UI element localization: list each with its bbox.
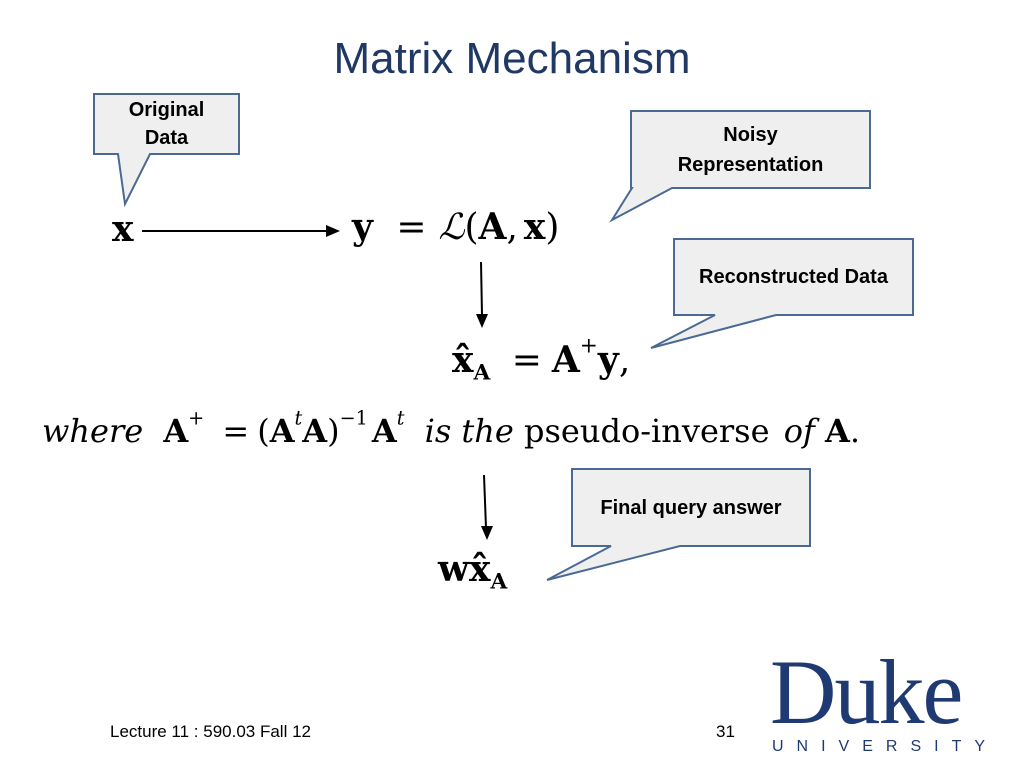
arrowhead-x-to-y	[326, 225, 340, 237]
callout-noisy-shape	[609, 110, 871, 223]
footer-lecture: Lecture 11 : 590.03 Fall 12	[110, 722, 311, 741]
eq-reconstruct: x̂A =A+y,	[452, 335, 631, 384]
callout-reconstructed-data: Reconstructed Data	[699, 266, 888, 288]
paren-close-w: )	[327, 412, 340, 450]
sup-plus-w: +	[188, 406, 205, 430]
callout-original-line1: Original	[128, 99, 205, 121]
paren-open: (	[464, 207, 479, 248]
sup-inv: −1	[339, 406, 368, 430]
callout-final-query-answer: Final query answer	[600, 496, 782, 519]
arrow-down-1	[480, 261, 483, 316]
arrowhead-down-2	[481, 526, 493, 540]
eq-noisy: y = ℒ(A,x)	[352, 206, 559, 248]
duke-logo-university: UNIVERSITY	[772, 738, 999, 755]
callout-reconstructed-shape	[650, 238, 914, 349]
callout-noisy-line1: Noisy	[723, 123, 778, 146]
func-L: ℒ	[438, 207, 465, 248]
eq-sign-3: =	[222, 412, 250, 450]
footer-page-number: 31	[716, 722, 735, 741]
eq-answer: wx̂A	[438, 548, 507, 593]
trail-comma: ,	[618, 340, 631, 381]
var-x2: x	[523, 206, 546, 248]
arrowhead-down-1	[476, 314, 488, 328]
sup-plus: +	[579, 333, 598, 359]
word-of: of	[783, 412, 815, 450]
eq-sign: =	[396, 207, 427, 248]
comma: ,	[506, 207, 518, 248]
eq-sign-2: =	[511, 340, 542, 381]
word-where: where	[42, 412, 144, 450]
var-xhat-2: x̂	[469, 548, 491, 590]
var-y: y	[352, 206, 373, 248]
var-A-w4: A	[824, 412, 850, 450]
paren-open-w: (	[257, 412, 270, 450]
duke-logo-wordmark: Duke	[770, 641, 963, 743]
callout-original-data: Original Data	[94, 94, 239, 154]
callout-noisy-line2: Representation	[677, 153, 824, 176]
sub-A-2: A	[490, 569, 508, 595]
var-A: A	[478, 206, 507, 248]
sup-t1: t	[294, 406, 303, 430]
var-x: x	[112, 208, 134, 250]
word-pseudo-inverse: pseudo-inverse	[524, 412, 770, 450]
var-xhat: x̂	[452, 339, 474, 381]
var-A-w2: A	[302, 412, 328, 450]
callout-final-shape	[546, 468, 811, 581]
word-is-the: is the	[424, 412, 514, 450]
paren-close: )	[545, 207, 560, 248]
var-w: w	[438, 548, 469, 590]
callout-original-line2: Data	[144, 127, 189, 149]
var-A-w: A	[163, 412, 189, 450]
sub-A: A	[473, 360, 491, 386]
callout-original-data-shape	[93, 93, 240, 208]
var-A-w1: A	[269, 412, 295, 450]
arrow-down-2	[483, 474, 487, 529]
eq-input-x: x	[112, 208, 133, 250]
callout-noisy-representation: Noisy Representation	[631, 111, 870, 188]
end-dot: .	[849, 412, 860, 450]
var-y2: y	[597, 339, 619, 381]
slide-title: Matrix Mechanism	[333, 34, 691, 83]
var-A-plus: A	[551, 339, 580, 381]
sup-t2: t	[396, 406, 405, 430]
var-A-w3: A	[371, 412, 397, 450]
